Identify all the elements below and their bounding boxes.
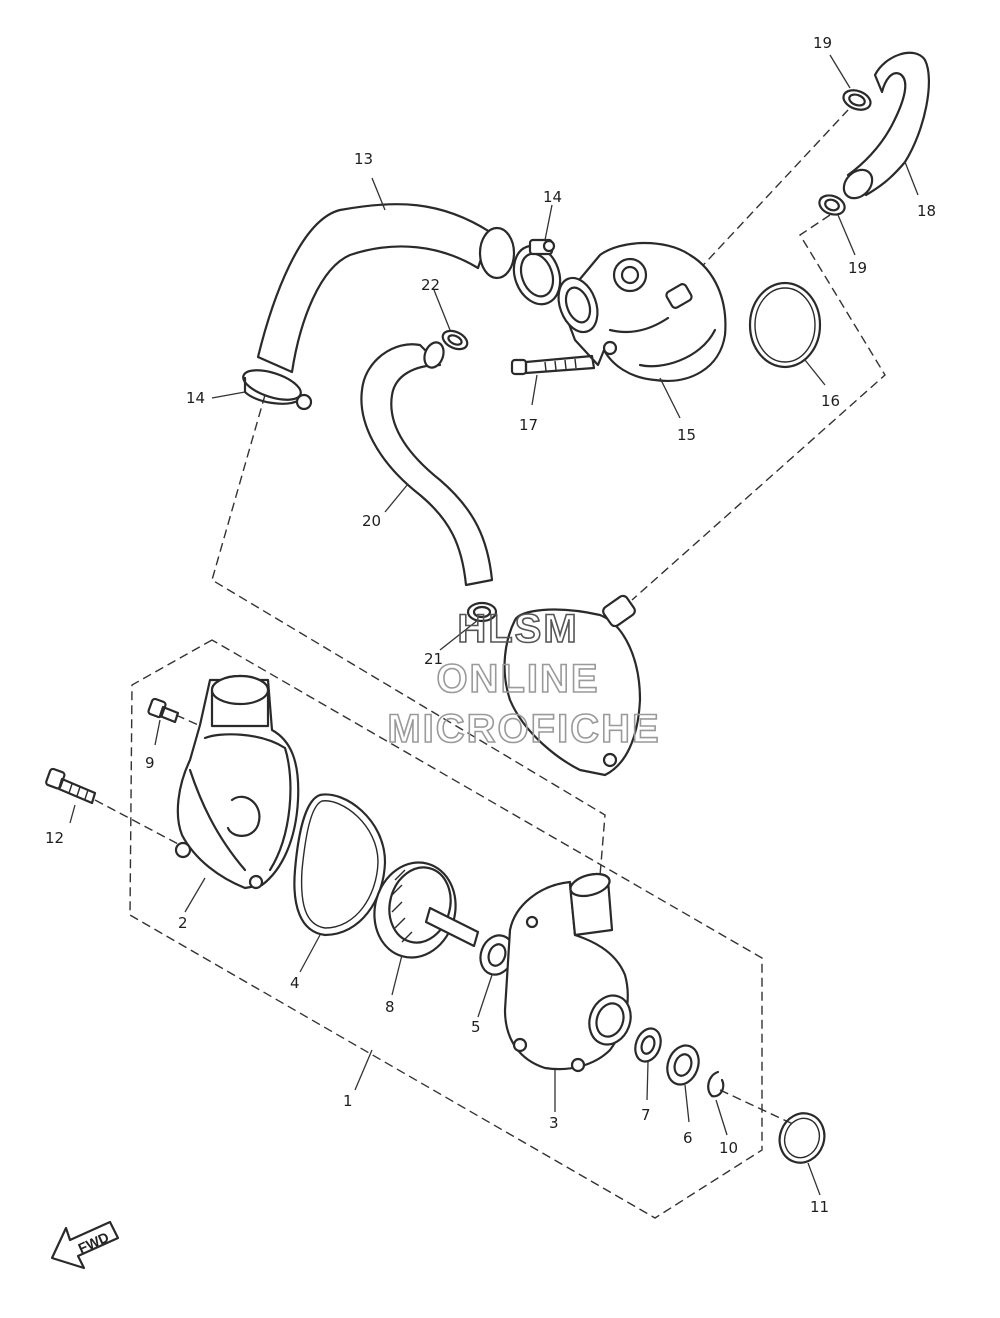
pump-housing-3 [503,872,632,1073]
leader-lines [69,54,919,1196]
callout-15: 15 [677,426,696,444]
callout-2: 2 [178,914,188,932]
callout-14-right: 14 [543,188,562,206]
callout-labels: 1 2 3 4 5 6 7 8 9 10 11 12 13 14 14 15 1… [45,34,936,1216]
callout-20: 20 [362,512,381,530]
hose-20 [360,341,494,587]
hose-13 [256,203,516,374]
impeller-8 [373,861,480,959]
circlip-10 [707,1070,725,1098]
bolt-9 [147,697,180,724]
clamp-14-left [242,369,313,411]
callout-14-left: 14 [186,389,205,407]
routing-line-circlip [719,1089,796,1126]
bolt-17 [510,354,596,376]
callout-7: 7 [641,1106,651,1124]
callout-1: 1 [343,1092,353,1110]
routing-line-bolt-9 [175,714,206,729]
callout-19-top: 19 [813,34,832,52]
engine-side-cover [503,594,642,777]
gasket-4 [293,793,387,937]
callout-19-bottom: 19 [848,259,867,277]
bolt-12 [45,767,97,805]
seal-7 [634,1027,662,1063]
assembly-outline-box [129,639,763,1219]
hose-18 [842,51,931,200]
watermark: HLSM ONLINE MICROFICHE [387,606,660,752]
callout-8: 8 [385,998,395,1016]
seal-5 [479,934,515,976]
fwd-label: FWD [76,1229,112,1257]
routing-line-bolt-12 [94,799,181,846]
callout-16: 16 [821,392,840,410]
clamp-14-right [512,238,562,306]
callout-17: 17 [519,416,538,434]
callout-9: 9 [145,754,155,772]
callout-5: 5 [471,1018,481,1036]
forward-direction-arrow: FWD [50,1220,120,1270]
pump-cover-2 [174,674,300,890]
routing-line-left [211,394,606,901]
callout-3: 3 [549,1114,559,1132]
callout-18: 18 [917,202,936,220]
callout-10: 10 [719,1139,738,1157]
callout-6: 6 [683,1129,693,1147]
callout-22: 22 [421,276,440,294]
clamp-19-bottom [818,194,846,216]
callout-13: 13 [354,150,373,168]
clamp-21 [466,601,498,623]
clamp-22 [441,329,469,351]
callout-21: 21 [424,650,443,668]
o-ring-11 [778,1112,826,1164]
watermark-line-1: HLSM [457,607,578,651]
bearing-6 [666,1044,700,1086]
clamp-19-top [842,89,872,111]
callout-4: 4 [290,974,300,992]
watermark-line-3: MICROFICHE [387,707,660,751]
routing-line-right [631,214,886,601]
o-ring-16 [748,281,822,369]
thermostat-housing-15 [557,241,727,382]
watermark-line-2: ONLINE [436,657,599,701]
callout-12: 12 [45,829,64,847]
callout-11: 11 [810,1198,829,1216]
